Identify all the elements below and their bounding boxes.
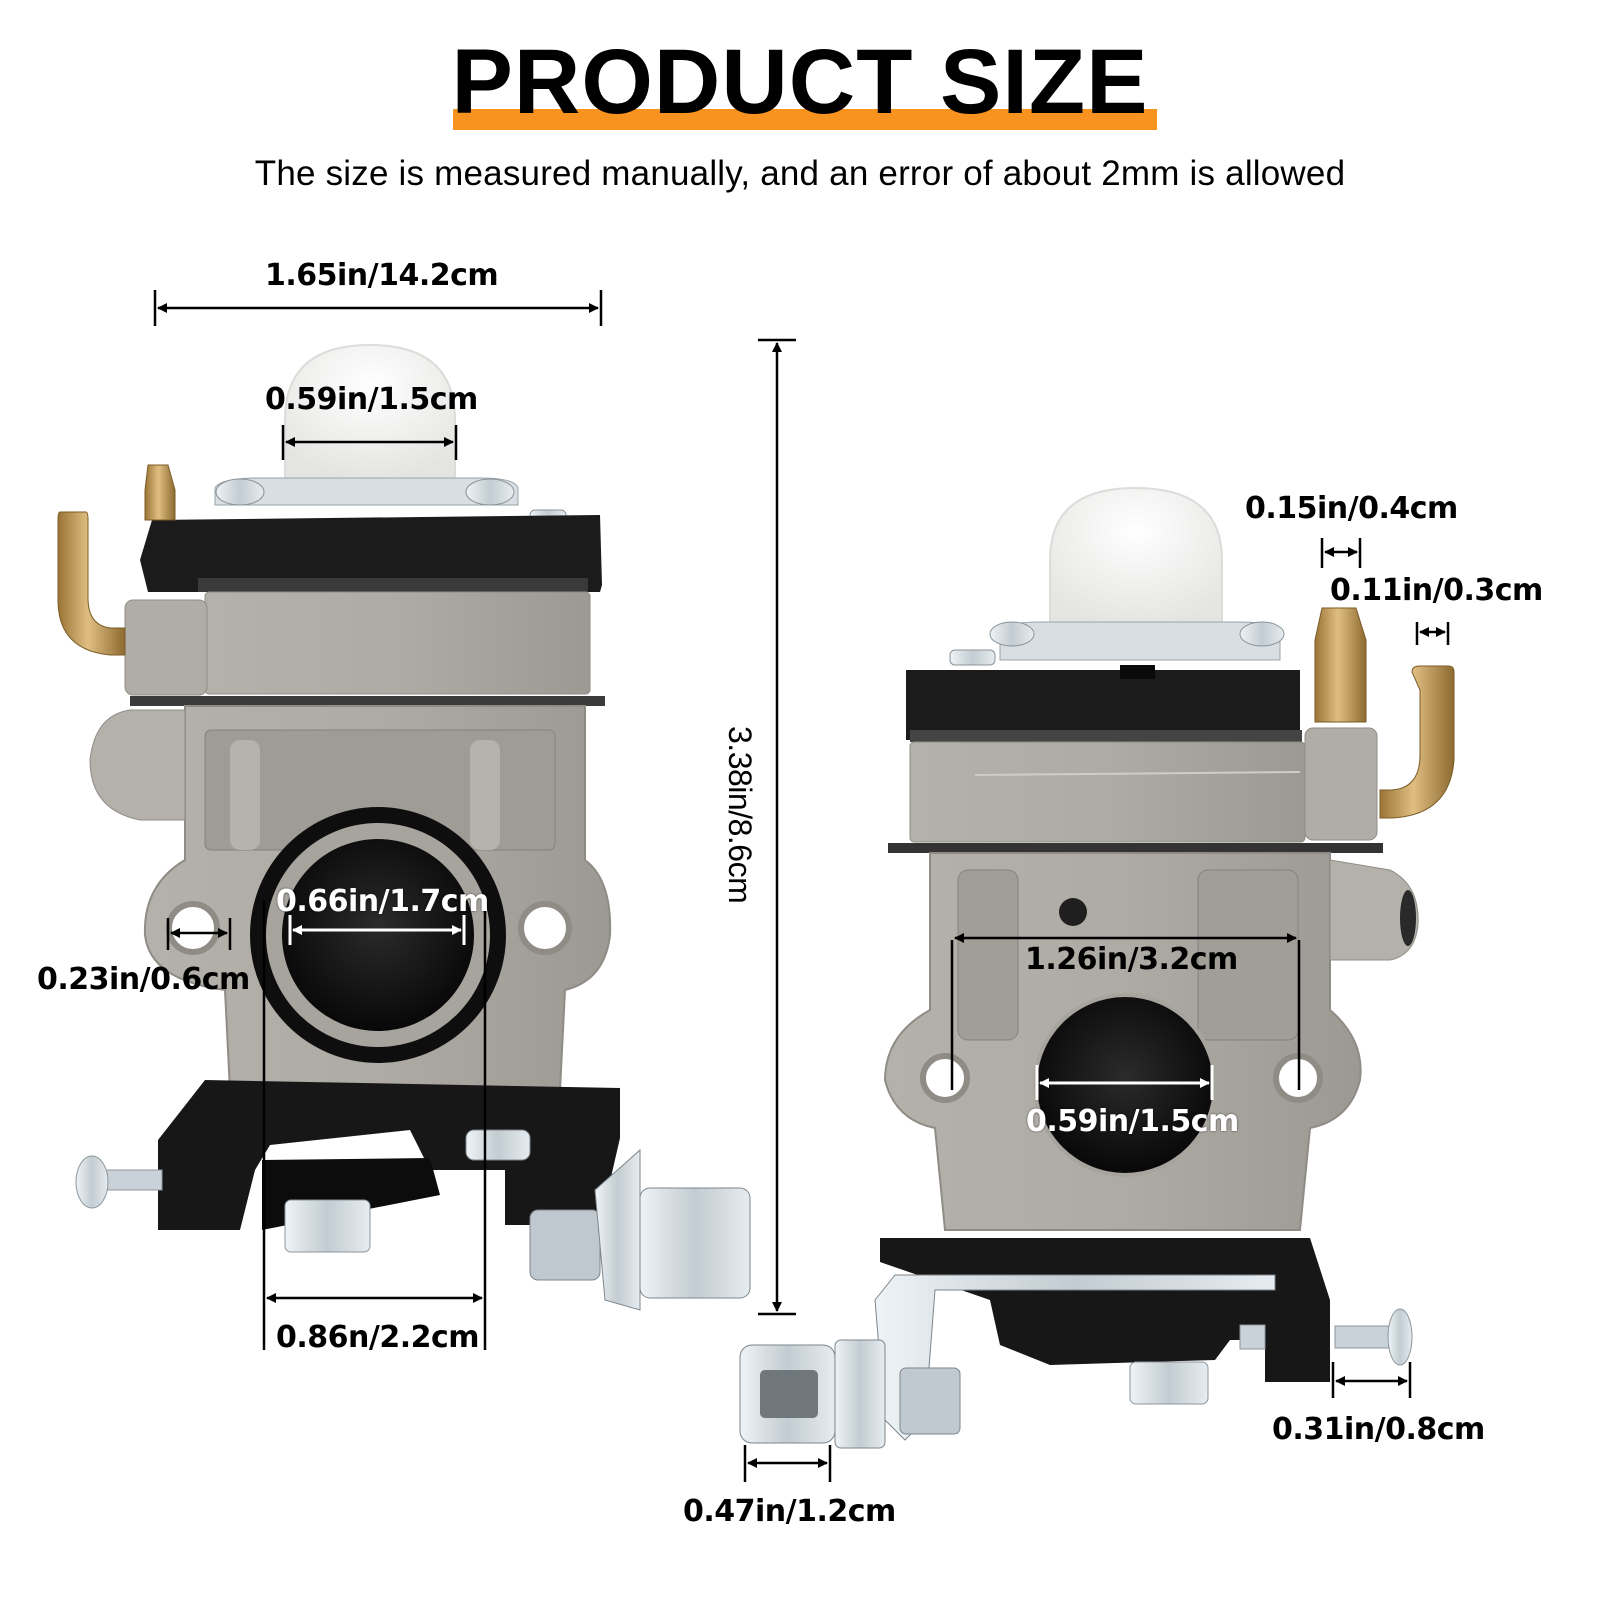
label-fuel-nipple-1: 0.15in/0.4cm (1245, 491, 1458, 526)
label-base-width: 0.86n/2.2cm (276, 1320, 480, 1355)
label-mount-hole: 0.23in/0.6cm (37, 962, 250, 997)
right-carburetor-illustration (739, 486, 1455, 1449)
label-fuel-nipple-2: 0.11in/0.3cm (1330, 573, 1543, 608)
label-nut-width: 0.47in/1.2cm (683, 1494, 896, 1529)
label-mount-hole-spacing: 1.26in/3.2cm (1025, 942, 1238, 977)
dimension-lines (153, 290, 1450, 1482)
label-screw-length: 0.31in/0.8cm (1272, 1412, 1485, 1447)
label-primer-bulb-width: 0.59in/1.5cm (265, 382, 478, 417)
title-underline-bar (453, 109, 1157, 130)
label-overall-width: 1.65in/14.2cm (265, 258, 499, 293)
label-outlet-bore: 0.59in/1.5cm (1026, 1104, 1239, 1139)
label-intake-bore: 0.66in/1.7cm (276, 884, 489, 919)
left-carburetor-illustration (57, 343, 751, 1311)
page-subtitle: The size is measured manually, and an er… (254, 154, 1346, 193)
label-overall-height: 3.38in/8.6cm (722, 726, 758, 904)
dimension-lines-white (288, 915, 1214, 1100)
page-title: PRODUCT SIZE (451, 31, 1149, 133)
